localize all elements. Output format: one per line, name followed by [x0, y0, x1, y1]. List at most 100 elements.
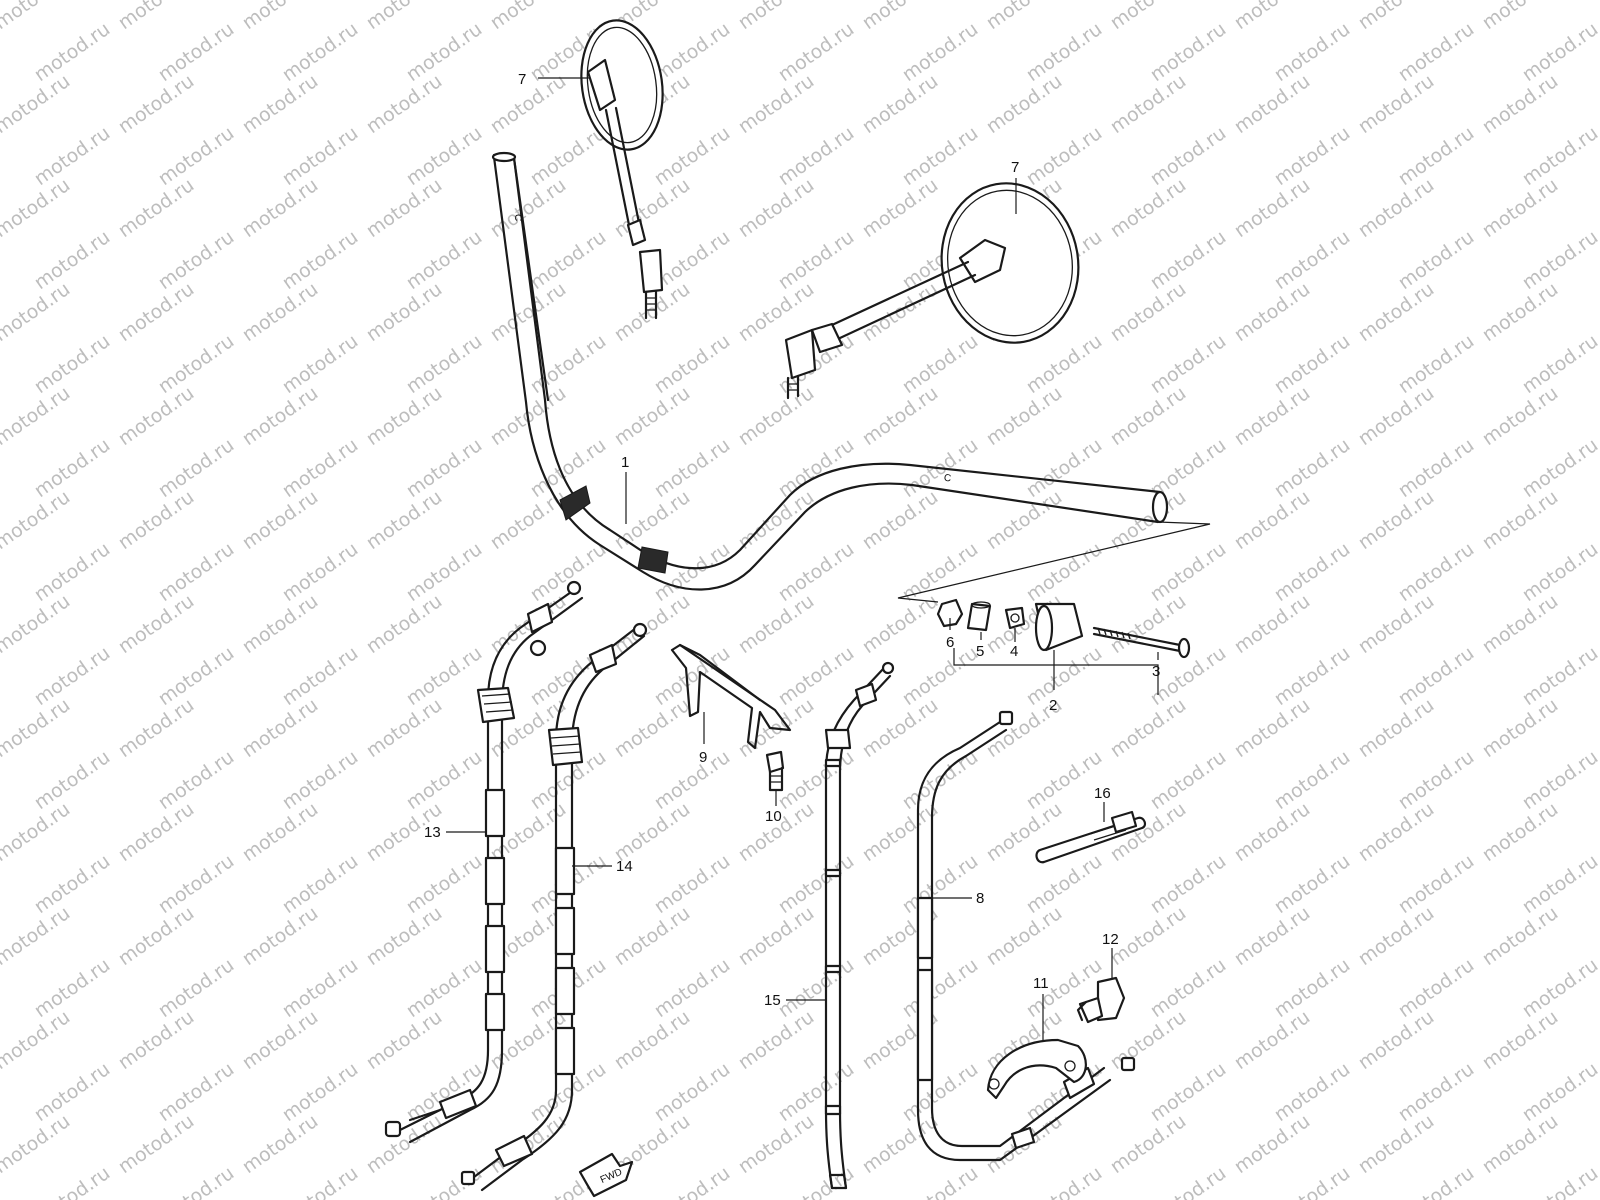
watermark-text: motod.ru — [1146, 330, 1230, 398]
watermark-text: motod.ru — [114, 1110, 198, 1178]
watermark-text: motod.ru — [650, 330, 734, 398]
watermark-text: motod.ru — [114, 1006, 198, 1074]
watermark-text: motod.ru — [610, 1006, 694, 1074]
watermark-text: motod.ru — [1478, 1006, 1562, 1074]
watermark-text: motod.ru — [1518, 538, 1600, 606]
watermark-text: motod.ru — [402, 18, 486, 86]
watermark-text: motod.ru — [526, 538, 610, 606]
watermark-text: motod.ru — [238, 278, 322, 346]
watermark-text: motod.ru — [0, 174, 74, 242]
watermark-text: motod.ru — [774, 18, 858, 86]
watermark-text: motod.ru — [1106, 590, 1190, 658]
watermark-text: motod.ru — [154, 1162, 238, 1200]
watermark-text: motod.ru — [1146, 746, 1230, 814]
callout-2: 2 — [1049, 697, 1057, 714]
watermark-text: motod.ru — [610, 174, 694, 242]
watermark-text: motod.ru — [486, 278, 570, 346]
watermark-text: motod.ru — [1106, 0, 1190, 34]
callout-9: 9 — [699, 749, 707, 766]
watermark-text: motod.ru — [1354, 694, 1438, 762]
watermark-text: motod.ru — [610, 382, 694, 450]
watermark-text: motod.ru — [1478, 278, 1562, 346]
watermark-text: motod.ru — [1106, 694, 1190, 762]
handlebar — [491, 151, 1169, 591]
callout-13: 13 — [424, 824, 441, 841]
bar-mark-left: C — [512, 214, 523, 221]
watermark-text: motod.ru — [774, 954, 858, 1022]
watermark-text: motod.ru — [1394, 1058, 1478, 1126]
watermark-text: motod.ru — [1146, 1162, 1230, 1200]
watermark-text: motod.ru — [1478, 382, 1562, 450]
watermark-text: motod.ru — [154, 642, 238, 710]
watermark-text: motod.ru — [238, 174, 322, 242]
watermark-text: motod.ru — [402, 746, 486, 814]
watermark-text: motod.ru — [898, 18, 982, 86]
watermark-text: motod.ru — [1394, 226, 1478, 294]
watermark-text: motod.ru — [1354, 70, 1438, 138]
callout-11: 11 — [1033, 975, 1049, 992]
watermark-text: motod.ru — [402, 122, 486, 190]
watermark-text: motod.ru — [154, 434, 238, 502]
watermark-text: motod.ru — [734, 1110, 818, 1178]
watermark-text: motod.ru — [650, 226, 734, 294]
watermark-text: motod.ru — [114, 70, 198, 138]
watermark-text: motod.ru — [238, 902, 322, 970]
watermark-text: motod.ru — [0, 1110, 74, 1178]
watermark-text: motod.ru — [1106, 902, 1190, 970]
watermark-text: motod.ru — [650, 850, 734, 918]
callout-12: 12 — [1102, 931, 1119, 948]
watermark-text: motod.ru — [1270, 1162, 1354, 1200]
watermark-text: motod.ru — [1022, 122, 1106, 190]
watermark-text: motod.ru — [0, 0, 74, 34]
watermark-text: motod.ru — [1518, 330, 1600, 398]
watermark-text: motod.ru — [362, 694, 446, 762]
watermark-text: motod.ru — [30, 434, 114, 502]
watermark-text: motod.ru — [1270, 434, 1354, 502]
watermark-text: motod.ru — [898, 1058, 982, 1126]
watermark-text: motod.ru — [1146, 122, 1230, 190]
watermark-text: motod.ru — [1022, 538, 1106, 606]
watermark-text: motod.ru — [774, 538, 858, 606]
watermark-text: motod.ru — [1394, 850, 1478, 918]
mirror-right — [784, 182, 1080, 400]
watermark-text: motod.ru — [154, 1058, 238, 1126]
watermark-text: motod.ru — [114, 278, 198, 346]
watermark-text: motod.ru — [1478, 174, 1562, 242]
bar-end-weight-assembly — [897, 521, 1211, 695]
watermark-text: motod.ru — [114, 0, 198, 34]
watermark-text: motod.ru — [982, 0, 1066, 34]
callout-4: 4 — [1010, 643, 1018, 660]
watermark-text: motod.ru — [0, 694, 74, 762]
watermark-text: motod.ru — [278, 850, 362, 918]
watermark-text: motod.ru — [1146, 954, 1230, 1022]
leader-lines — [446, 77, 1159, 1042]
watermark-text: motod.ru — [238, 1006, 322, 1074]
watermark-text: motod.ru — [1270, 226, 1354, 294]
watermark-text: motod.ru — [1478, 694, 1562, 762]
watermark-text: motod.ru — [898, 1162, 982, 1200]
callout-15: 15 — [764, 992, 781, 1009]
watermark-text: motod.ru — [1146, 538, 1230, 606]
watermark-text: motod.ru — [278, 1162, 362, 1200]
watermark-text: motod.ru — [238, 694, 322, 762]
watermark-text: motod.ru — [402, 850, 486, 918]
watermark-text: motod.ru — [30, 122, 114, 190]
throttle-cable-13 — [384, 580, 584, 1144]
watermark-text: motod.ru — [0, 486, 74, 554]
watermark-text: motod.ru — [1106, 1110, 1190, 1178]
watermark-text: motod.ru — [402, 434, 486, 502]
watermark-text: motod.ru — [278, 434, 362, 502]
watermark-text: motod.ru — [526, 434, 610, 502]
watermark-text: motod.ru — [1230, 382, 1314, 450]
watermark-text: motod.ru — [1478, 590, 1562, 658]
watermark-text: motod.ru — [650, 954, 734, 1022]
clutch-cable-15 — [824, 661, 895, 1190]
watermark-text: motod.ru — [858, 70, 942, 138]
bar-mark-right: C — [943, 473, 951, 485]
watermark-text: motod.ru — [1270, 954, 1354, 1022]
watermark-text: motod.ru — [1146, 226, 1230, 294]
watermark-text: motod.ru — [858, 1110, 942, 1178]
watermark-text: motod.ru — [1230, 902, 1314, 970]
watermark-text: motod.ru — [774, 122, 858, 190]
watermark-text: motod.ru — [154, 538, 238, 606]
